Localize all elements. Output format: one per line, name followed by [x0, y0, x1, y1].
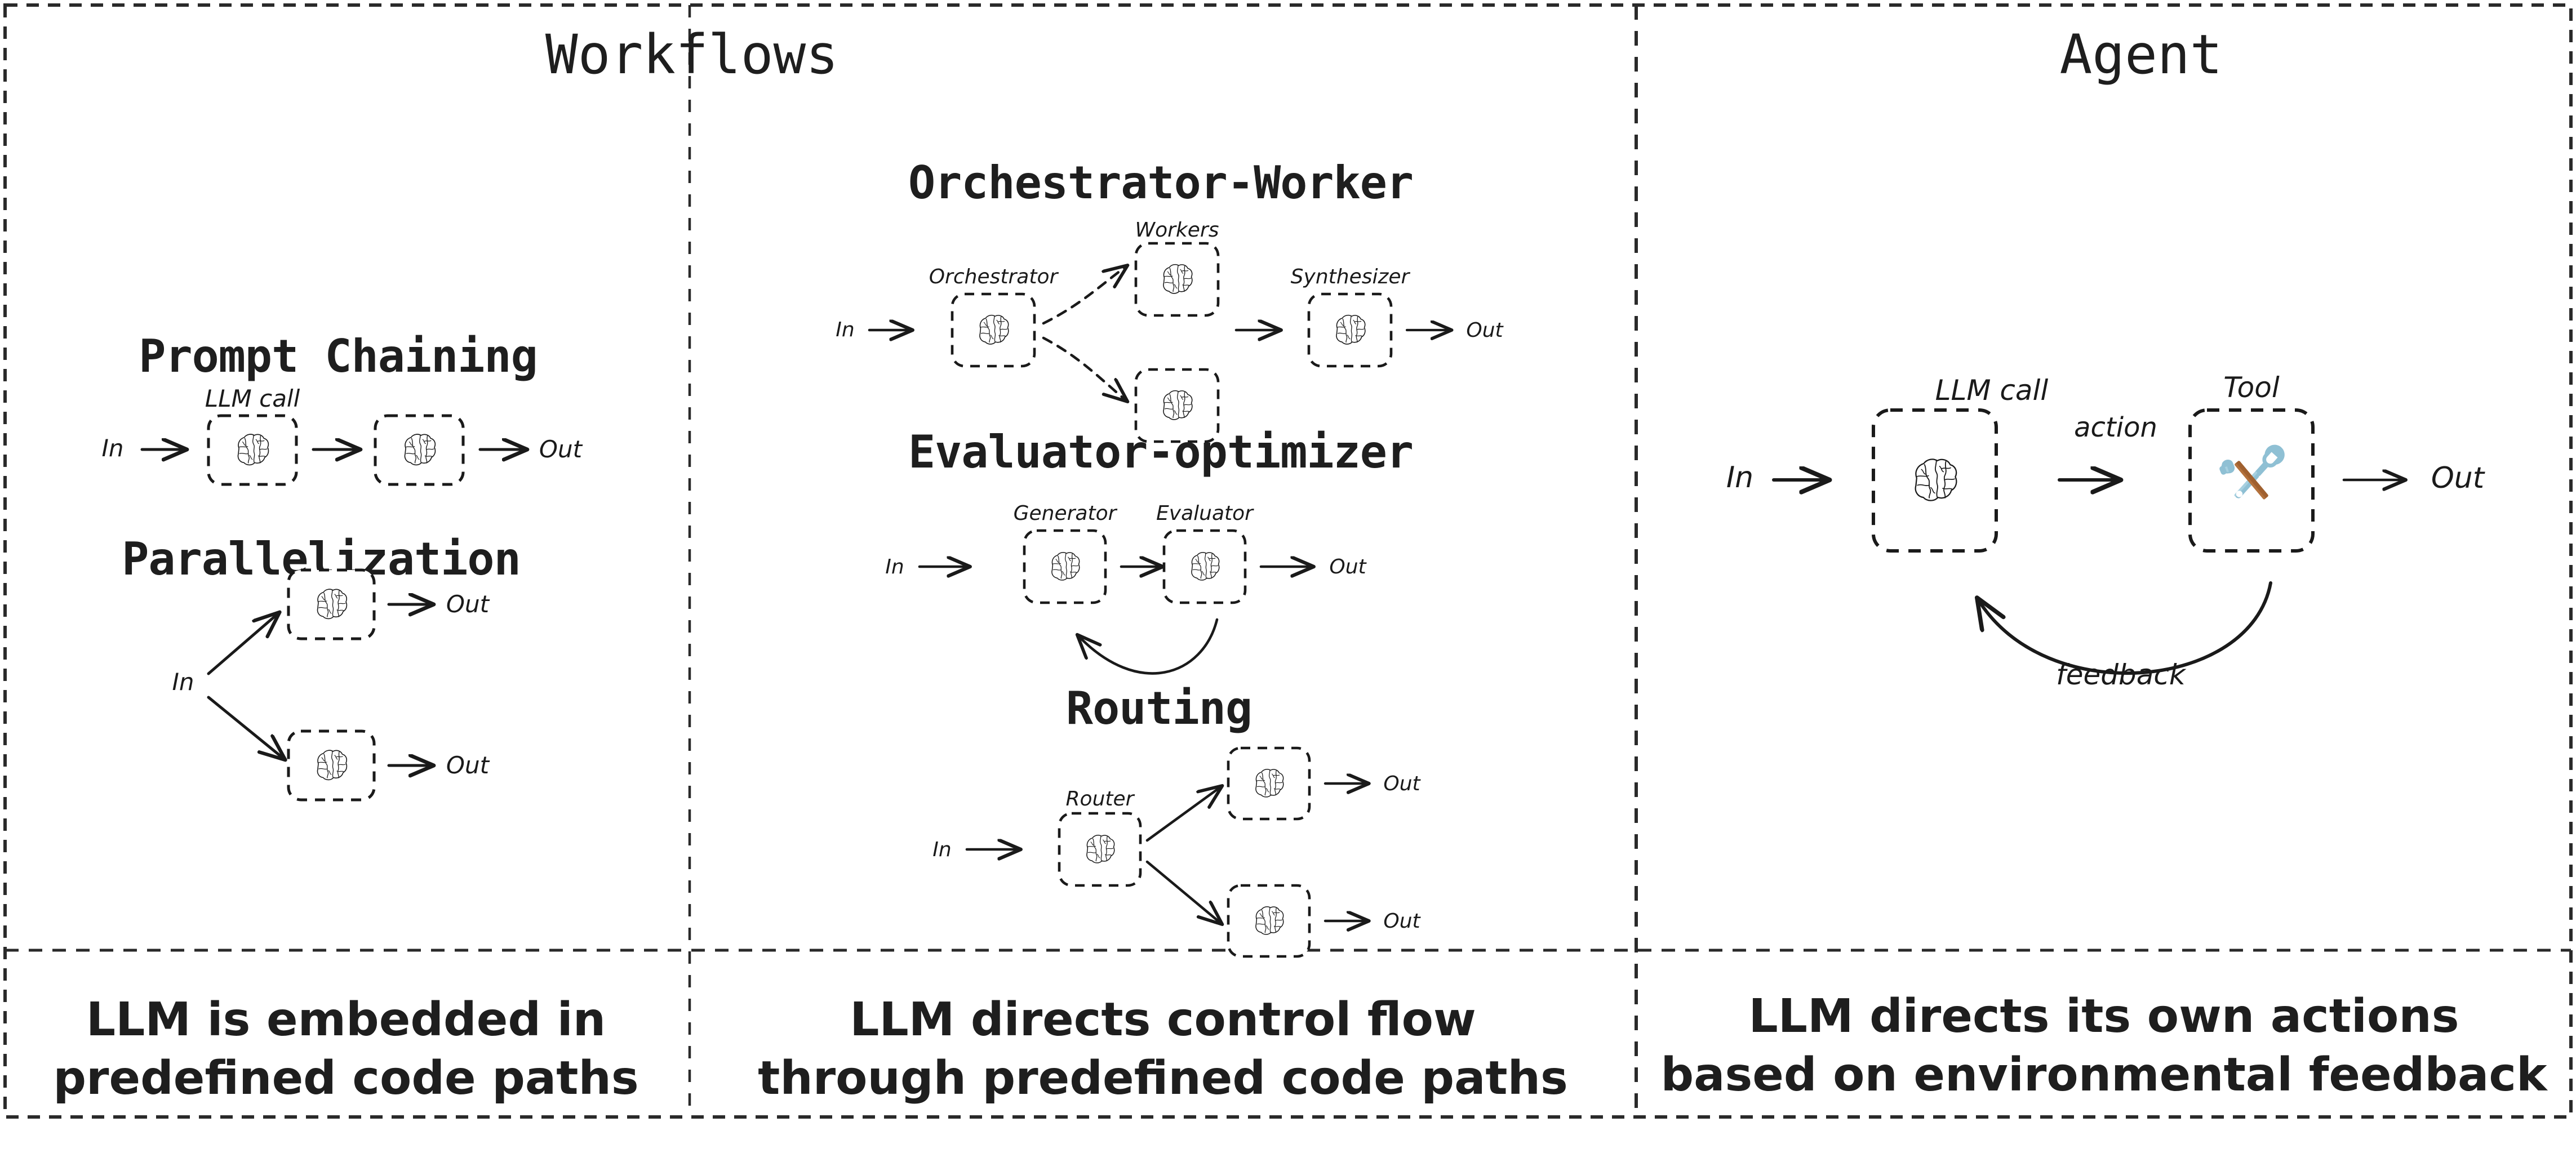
workers-label: Workers: [1135, 219, 1219, 242]
worker-box-top: [1134, 242, 1220, 317]
prompt-chaining-out-label: Out: [539, 435, 583, 463]
orchestrator-in-label: In: [836, 318, 854, 341]
section-prompt-chaining: Prompt Chaining In LLM call Out: [101, 330, 583, 486]
router-label: Router: [1066, 787, 1135, 811]
synthesizer-box: [1307, 292, 1393, 368]
evaluator-box: [1162, 529, 1247, 604]
arrow-in-to-branch-bottom: [207, 696, 285, 759]
prompt-chaining-llm-box-2: [374, 414, 465, 486]
caption-left-line2: predefined code paths: [53, 1052, 638, 1105]
routing-llm-box-bottom: [1227, 884, 1311, 958]
arrow-agent-feedback-loop: [1978, 581, 2272, 675]
arrow-evaluator-feedback-loop: [1078, 618, 1219, 675]
routing-title: Routing: [1066, 682, 1252, 734]
worker-box-bottom: [1134, 368, 1220, 443]
evaluator-optimizer-title: Evaluator-optimizer: [908, 426, 1413, 478]
agent-tool-label: Tool: [2223, 371, 2280, 404]
orchestrator-worker-title: Orchestrator-Worker: [908, 157, 1413, 209]
orchestrator-out-label: Out: [1466, 319, 1504, 342]
prompt-chaining-in-label: In: [101, 434, 123, 462]
agent-header: Agent: [2060, 23, 2223, 86]
routing-in-label: In: [932, 838, 951, 861]
arrow-in-to-branch-top: [207, 613, 279, 675]
agent-llm-call-label: LLM call: [1935, 374, 2049, 407]
agent-llm-call-box: [1872, 408, 1998, 553]
section-orchestrator-worker: Orchestrator-Worker Workers Orchestrator…: [836, 157, 1504, 443]
parallelization-llm-box-top: [287, 568, 376, 640]
arrow-orchestrator-to-worker-top: [1042, 266, 1127, 325]
prompt-chaining-title: Prompt Chaining: [139, 330, 537, 382]
section-evaluator-optimizer: Evaluator-optimizer Generator Evaluator …: [885, 426, 1414, 675]
orchestrator-box: [951, 292, 1036, 368]
caption-middle-line2: through predefined code paths: [758, 1052, 1568, 1105]
agent-out-label: Out: [2431, 461, 2485, 495]
caption-right-line1: LLM directs its own actions: [1748, 990, 2459, 1043]
arrow-router-to-branch-bottom: [1145, 860, 1222, 924]
caption-left-line1: LLM is embedded in: [86, 993, 606, 1047]
caption-left: LLM is embedded in predefined code paths: [53, 993, 638, 1105]
synthesizer-label: Synthesizer: [1291, 265, 1411, 288]
generator-box: [1023, 529, 1107, 604]
agent-tool-box: [2188, 408, 2315, 553]
agent-action-label: action: [2074, 412, 2157, 443]
caption-middle: LLM directs control flow through predefi…: [758, 993, 1568, 1105]
agent-feedback-label: feedback: [2056, 658, 2187, 691]
caption-right-line2: based on environmental feedback: [1660, 1048, 2548, 1102]
generator-label: Generator: [1014, 502, 1118, 525]
orchestrator-label: Orchestrator: [929, 265, 1059, 288]
routing-out-label-bottom: Out: [1383, 910, 1421, 933]
prompt-chaining-node-label: LLM call: [205, 385, 300, 412]
evaluator-in-label: In: [885, 555, 904, 578]
routing-out-label-top: Out: [1383, 772, 1421, 795]
parallelization-out-label-bottom: Out: [446, 751, 490, 779]
routing-llm-box-top: [1227, 746, 1311, 821]
router-box: [1058, 812, 1142, 887]
arrow-orchestrator-to-worker-bottom: [1042, 336, 1127, 401]
section-routing: Routing Router In Out Out: [932, 682, 1422, 958]
parallelization-llm-box-bottom: [287, 729, 376, 802]
caption-right: LLM directs its own actions based on env…: [1660, 990, 2548, 1102]
agent-in-label: In: [1726, 461, 1753, 495]
parallelization-in-label: In: [172, 668, 194, 696]
caption-middle-line1: LLM directs control flow: [850, 993, 1476, 1047]
section-parallelization: Parallelization In Out Out: [122, 533, 521, 802]
prompt-chaining-llm-box-1: [207, 414, 298, 486]
evaluator-out-label: Out: [1329, 555, 1367, 578]
evaluator-label: Evaluator: [1156, 502, 1254, 525]
parallelization-out-label-top: Out: [446, 590, 490, 618]
workflows-header: Workflows: [545, 23, 838, 86]
arrow-router-to-branch-top: [1145, 786, 1222, 842]
section-agent: LLM call Tool action In Out feedback: [1726, 371, 2485, 691]
